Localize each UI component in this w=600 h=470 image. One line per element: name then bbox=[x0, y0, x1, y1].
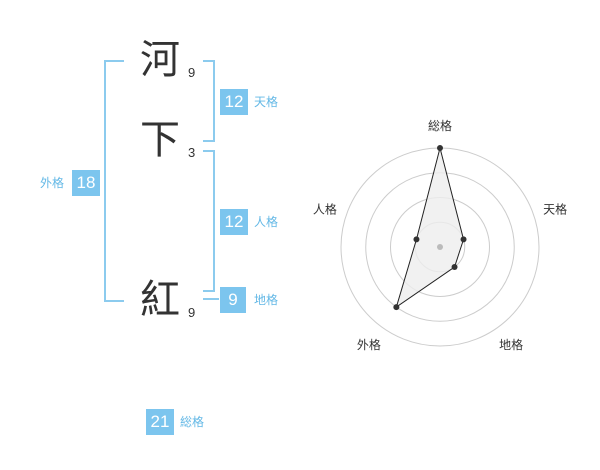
soukaku-label: 総格 bbox=[180, 415, 205, 429]
radar-axis-label: 地格 bbox=[499, 337, 523, 352]
jinkaku-value: 12 bbox=[220, 209, 248, 235]
gaikaku-label: 外格 bbox=[40, 176, 65, 190]
radar-point bbox=[460, 236, 467, 243]
gaikaku-value: 18 bbox=[72, 170, 100, 196]
radar-axis-label: 総格 bbox=[428, 118, 452, 133]
radar-polygon bbox=[395, 147, 465, 309]
jinkaku-bracket bbox=[203, 150, 215, 292]
chikaku-connector bbox=[203, 298, 219, 300]
gaikaku-bracket bbox=[104, 60, 124, 302]
chikaku-value: 9 bbox=[220, 287, 246, 313]
radar-point bbox=[413, 236, 420, 243]
tenkaku-value: 12 bbox=[220, 89, 248, 115]
name-char-1: 河 bbox=[140, 37, 180, 83]
radar-point bbox=[437, 145, 443, 151]
stroke-count-2: 3 bbox=[188, 145, 196, 160]
tenkaku-label: 天格 bbox=[254, 95, 279, 109]
name-char-2: 下 bbox=[140, 117, 180, 163]
radar-axis-label: 天格 bbox=[543, 202, 567, 217]
soukaku-value: 21 bbox=[146, 409, 174, 435]
radar-center-point bbox=[437, 244, 443, 250]
radar-axis-label: 外格 bbox=[357, 337, 381, 352]
stroke-count-3: 9 bbox=[188, 305, 196, 320]
chikaku-label: 地格 bbox=[254, 293, 279, 307]
stroke-count-1: 9 bbox=[188, 65, 196, 80]
radar-axis-label: 人格 bbox=[313, 202, 337, 217]
radar-shape bbox=[393, 145, 467, 311]
radar-point bbox=[451, 264, 458, 271]
radar-point bbox=[393, 304, 400, 311]
tenkaku-bracket bbox=[203, 60, 215, 142]
jinkaku-label: 人格 bbox=[254, 215, 279, 229]
name-char-3: 紅 bbox=[140, 277, 180, 323]
